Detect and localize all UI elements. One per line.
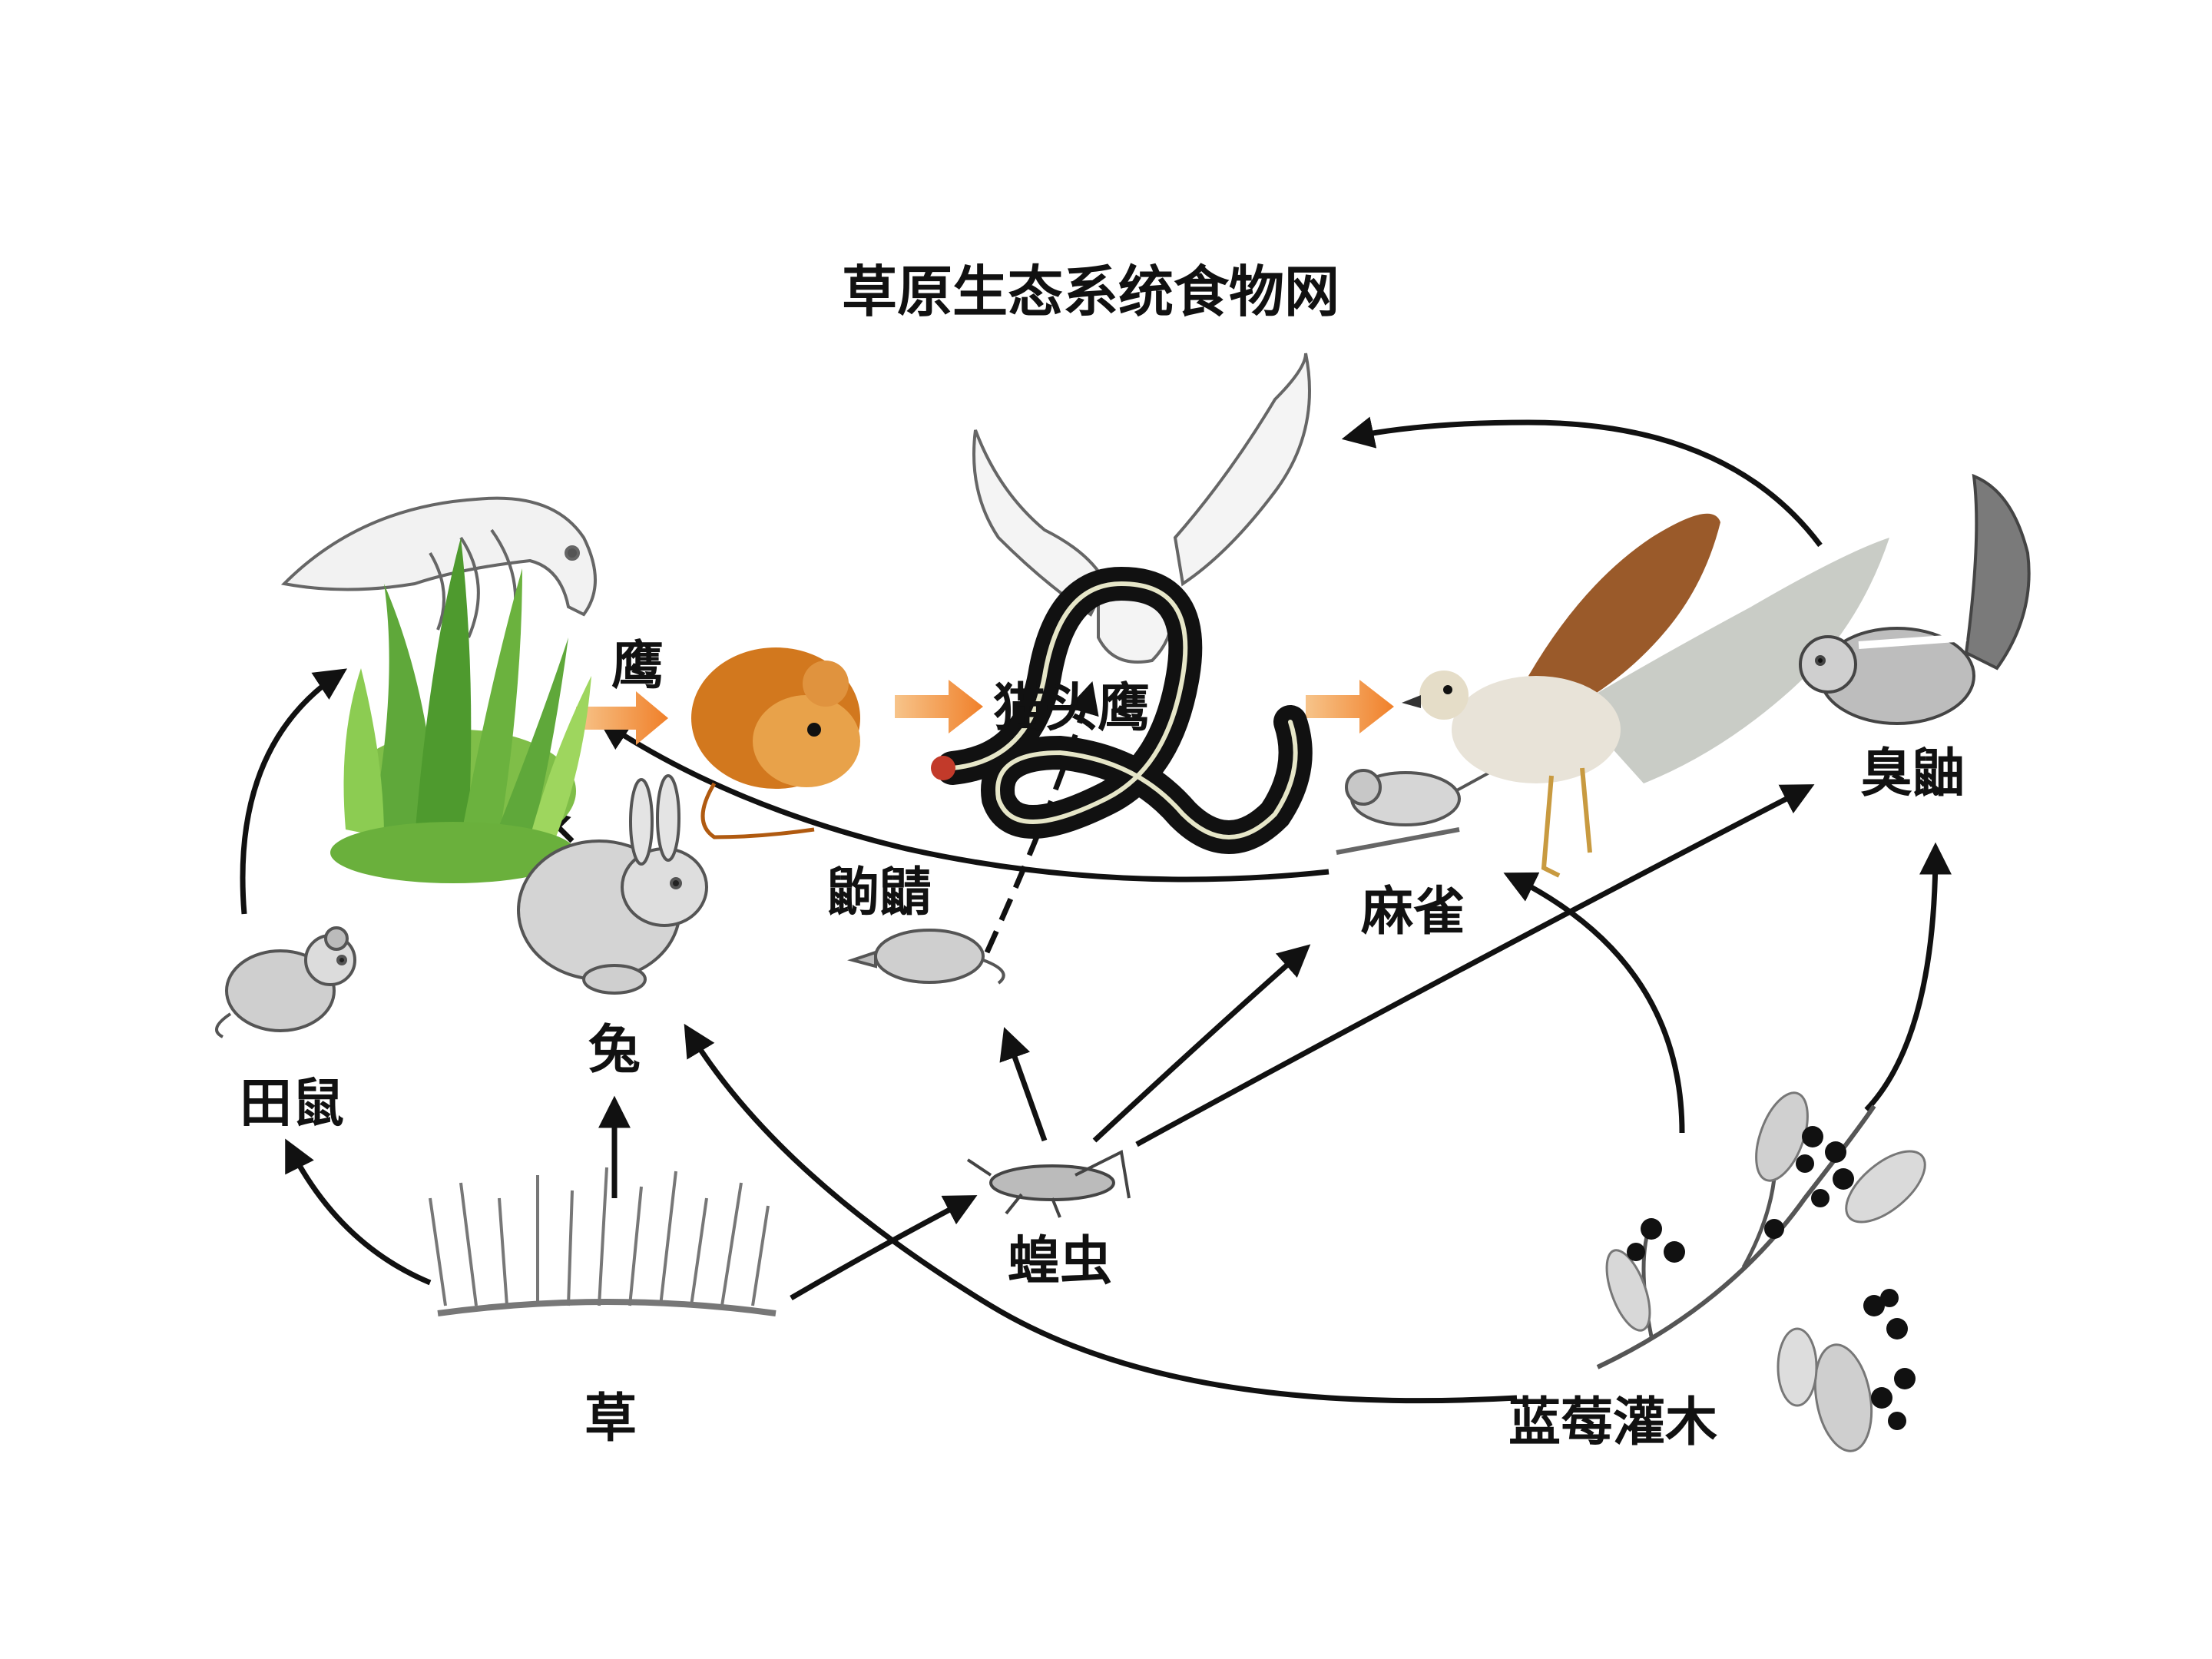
- arrow-skunk-to-owl: [1341, 416, 1823, 548]
- label-owl: 猫头鹰: [993, 678, 1150, 739]
- arrow-grasshopper-to-skunk: [1135, 784, 1815, 1147]
- hawk-icon: [1402, 513, 1889, 878]
- label-rabbit: 兔: [588, 1020, 641, 1081]
- tall-grass-icon: [330, 538, 591, 883]
- orange-arrow-1: [576, 691, 668, 745]
- label-grasshopper: 蝗虫: [1008, 1231, 1112, 1292]
- orange-arrow-2: [895, 680, 983, 733]
- arrow-sparrow-to-eagle: [598, 718, 1330, 882]
- shrew-icon: [847, 929, 1005, 985]
- arrow-grasshopper-to-sparrow: [1092, 944, 1311, 1143]
- arrow-grasshopper-to-shrew: [999, 1027, 1048, 1142]
- arrow-vole-to-eagle: [240, 668, 348, 915]
- owl-icon: [972, 353, 1311, 664]
- arrow-grass-to-vole: [285, 1138, 432, 1286]
- arrow-blueberry-to-sparrow: [1503, 872, 1685, 1134]
- orange-mouse-icon: [691, 647, 860, 839]
- arrow-blueberry-to-skunk: [1864, 842, 1952, 1112]
- orange-arrow-3: [1306, 680, 1394, 733]
- label-vole: 田鼠: [240, 1074, 344, 1134]
- grass-icon: [429, 1167, 777, 1316]
- arrow-grass-to-grasshopper: [790, 1195, 978, 1301]
- diagram-title: 草原生态系统食物网: [842, 260, 1339, 324]
- snake-icon: [931, 566, 1313, 854]
- label-grass: 草: [584, 1389, 637, 1449]
- grasshopper-icon: [966, 1150, 1131, 1218]
- label-blueberry: 蓝莓灌木: [1508, 1392, 1717, 1453]
- vole-icon: [215, 926, 356, 1038]
- sparrow-icon: [1336, 767, 1498, 855]
- eagle-icon: [280, 496, 597, 646]
- skunk-icon: [1799, 473, 2031, 725]
- arrow-blueberry-to-rabbit: [684, 1023, 1518, 1404]
- label-sparrow: 麻雀: [1361, 882, 1465, 942]
- rabbit-icon: [517, 774, 708, 995]
- label-skunk: 臭鼬: [1860, 743, 1965, 804]
- label-eagle: 鹰: [611, 636, 664, 697]
- highlight-chain-arrows: [576, 680, 1394, 745]
- label-shrew: 鼩鼱: [827, 863, 932, 923]
- blueberry-bush-icon: [1596, 1091, 1926, 1452]
